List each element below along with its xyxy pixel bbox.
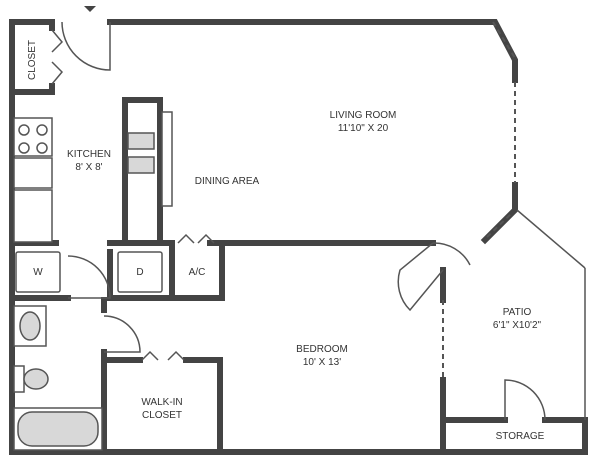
laundry-appliances xyxy=(15,251,163,293)
closet-name: CLOSET xyxy=(27,40,38,80)
dryer-label: D xyxy=(136,267,143,278)
entry-arrow-icon xyxy=(84,6,96,12)
walls xyxy=(9,19,588,455)
washer-label: W xyxy=(33,267,43,278)
storage-name: STORAGE xyxy=(496,431,545,442)
window-dashes xyxy=(442,21,516,378)
dining-area-name: DINING AREA xyxy=(195,176,260,187)
kitchen-name: KITCHEN xyxy=(67,149,111,160)
living-room-size: 11'10" X 20 xyxy=(338,123,389,134)
dining-fixtures xyxy=(127,132,155,174)
ac-label: A/C xyxy=(189,267,206,278)
bedroom-size: 10' X 13' xyxy=(303,357,341,368)
walk-in-closet-line1: WALK-IN xyxy=(141,397,182,408)
patio-outline xyxy=(516,209,586,420)
patio-name: PATIO xyxy=(503,307,532,318)
kitchen-size: 8' X 8' xyxy=(75,162,102,173)
bedroom-name: BEDROOM xyxy=(296,344,348,355)
stove-burners xyxy=(18,124,48,154)
doors xyxy=(51,21,546,421)
walk-in-closet-line2: CLOSET xyxy=(142,410,182,421)
living-room-name: LIVING ROOM xyxy=(330,110,397,121)
kitchen-counter xyxy=(13,111,173,243)
bathroom-fixtures xyxy=(13,305,103,451)
patio-size: 6'1" X10'2" xyxy=(493,320,542,331)
